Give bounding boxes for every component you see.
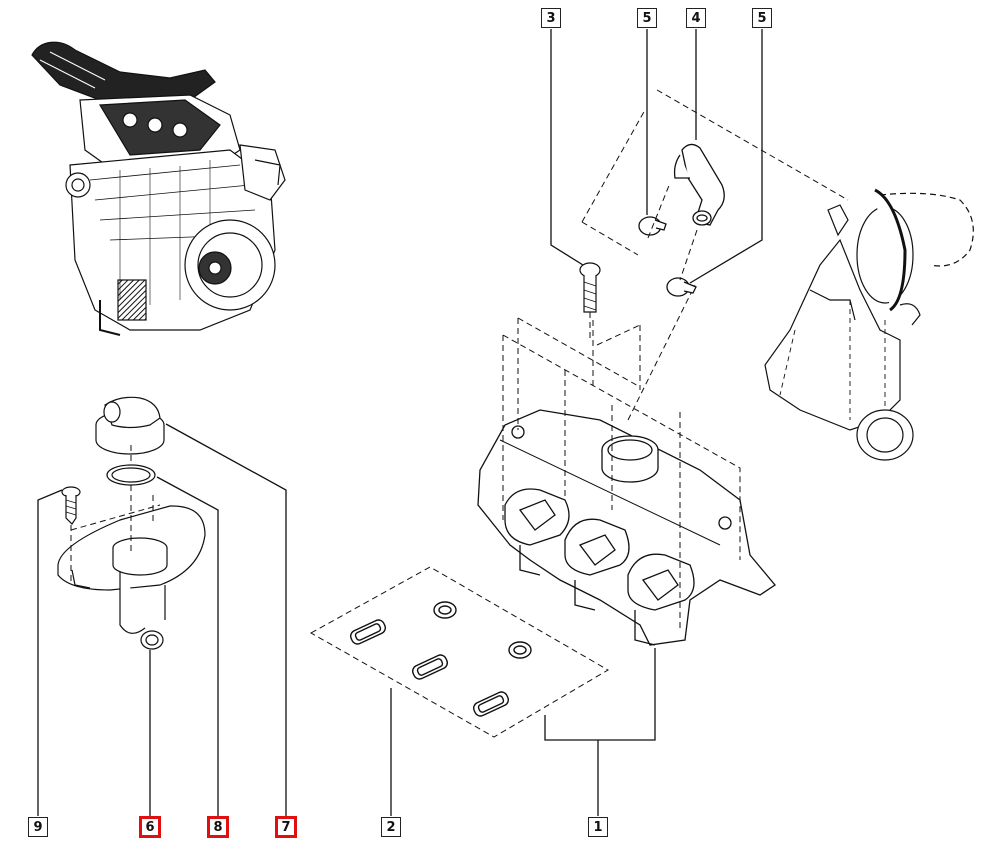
gasket-2 bbox=[412, 654, 448, 680]
engine-overview-illustration bbox=[31, 41, 286, 336]
gasket-3 bbox=[473, 691, 509, 717]
callout-1[interactable]: 1 bbox=[588, 817, 608, 837]
callout-8-highlighted[interactable]: 8 bbox=[207, 816, 229, 838]
callout-4[interactable]: 4 bbox=[686, 8, 706, 28]
leader-7 bbox=[165, 423, 287, 816]
screw bbox=[61, 486, 81, 525]
leader-9 bbox=[37, 489, 63, 816]
seal-ring-1 bbox=[433, 601, 457, 619]
leader-3 bbox=[550, 29, 584, 266]
callout-6-highlighted[interactable]: 6 bbox=[139, 816, 161, 838]
gasket-kit bbox=[309, 566, 609, 738]
bolt bbox=[579, 262, 601, 313]
hose-clamp-upper bbox=[638, 216, 667, 236]
callout-5-upper-clamp[interactable]: 5 bbox=[637, 8, 657, 28]
callout-2[interactable]: 2 bbox=[381, 817, 401, 837]
callout-5-lower-clamp[interactable]: 5 bbox=[752, 8, 772, 28]
gasket-1 bbox=[350, 619, 386, 645]
o-ring-seal bbox=[106, 464, 156, 486]
callout-7-highlighted[interactable]: 7 bbox=[275, 816, 297, 838]
callout-3[interactable]: 3 bbox=[541, 8, 561, 28]
oil-filler-cap bbox=[95, 396, 165, 455]
throttle-body-assembly bbox=[764, 188, 974, 461]
leader-5b bbox=[689, 29, 763, 284]
leader-8 bbox=[156, 476, 219, 816]
leader-1 bbox=[544, 648, 656, 816]
oil-filler-group bbox=[57, 396, 206, 650]
breather-hose bbox=[673, 143, 725, 226]
seal-ring-2 bbox=[508, 641, 532, 659]
leader-lines bbox=[37, 29, 763, 816]
intake-manifold bbox=[477, 284, 776, 646]
hose-clamp-lower bbox=[666, 277, 697, 297]
callout-9[interactable]: 9 bbox=[28, 817, 48, 837]
